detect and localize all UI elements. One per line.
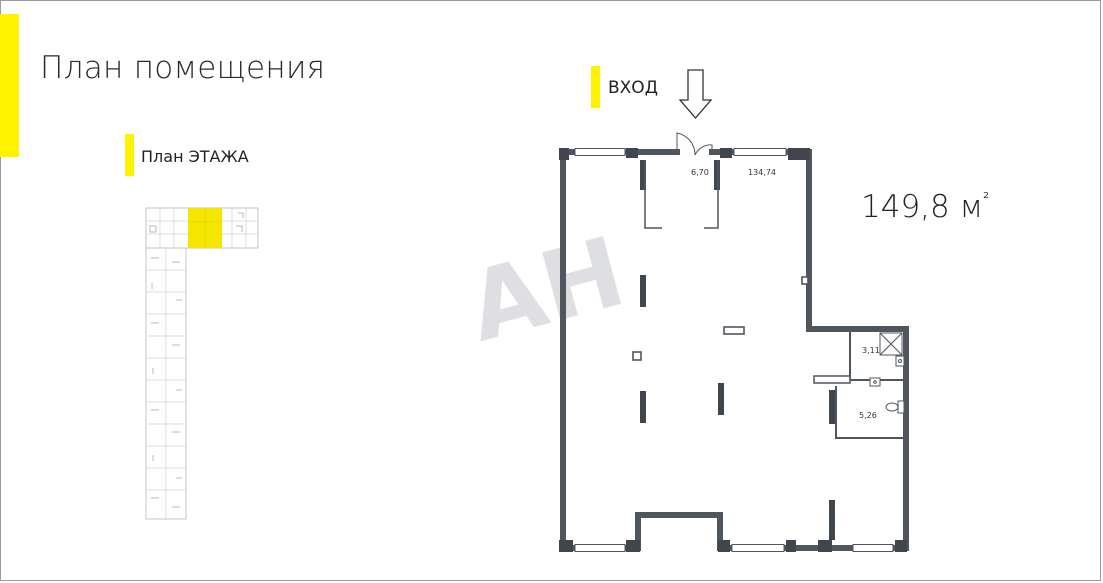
total-area-value: 149,8 м [861,189,983,225]
total-area-unit: ² [983,188,990,208]
room-area-vestibule: 6,70 [691,168,709,177]
entrance-arrow-icon [678,69,713,119]
page-title: План помещения [40,50,326,86]
floor-plan-walls [560,149,909,551]
room-area-utility: 3,11 [862,346,880,355]
entrance-accent-bar [591,66,600,108]
watermark-text: АН [457,215,635,363]
interior-elements [632,276,809,361]
entrance-label: ВХОД [608,78,658,98]
title-accent-bar [0,14,19,157]
windows [574,148,894,552]
room-area-main-hall: 134,74 [748,168,776,177]
sink-icon [869,355,905,387]
entrance-door-icon [676,132,713,156]
floor-plan-label: План ЭТАЖА [141,147,249,166]
room-area-bathroom: 5,26 [859,411,877,420]
utility-counter [813,375,851,384]
columns [559,148,907,552]
floor-overview-minimap [145,207,259,520]
total-area: 149,8 м² [861,189,989,225]
shower-icon [879,332,903,356]
toilet-icon [885,400,905,414]
vestibule-walls [644,160,719,229]
watermark-logo: АН [457,215,635,363]
subtitle-accent-bar [125,134,134,176]
